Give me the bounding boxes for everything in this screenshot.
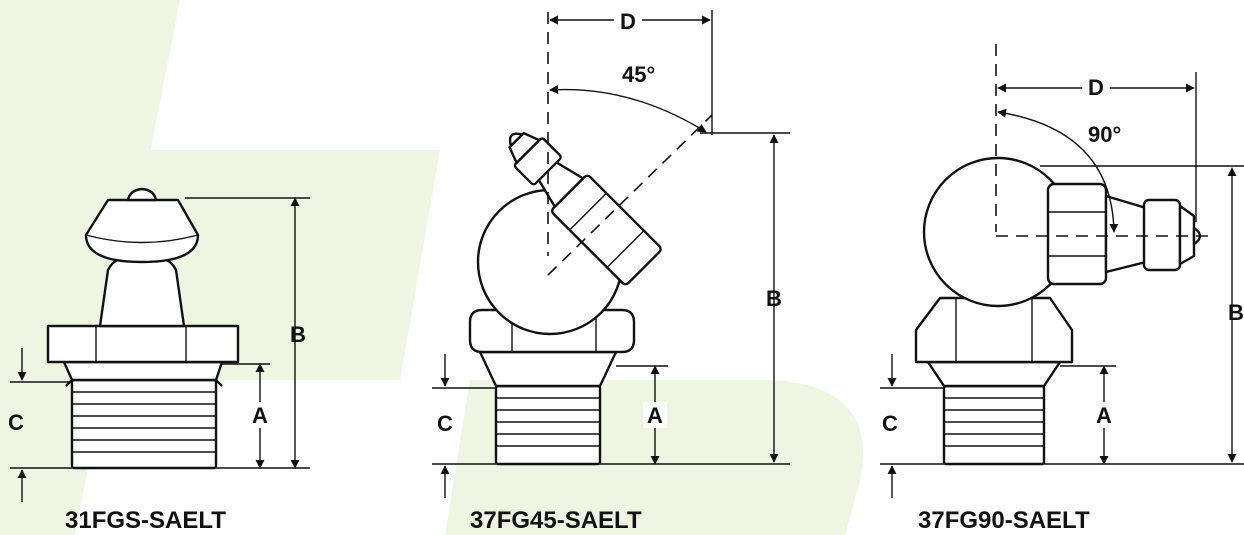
dim-label-b: B bbox=[766, 286, 782, 311]
dim-label-c: C bbox=[8, 410, 24, 435]
angle-label: 45° bbox=[622, 62, 655, 87]
hex-nut-31fgs bbox=[46, 324, 240, 382]
nozzle-37fg45 bbox=[508, 131, 662, 286]
dim-label-d: D bbox=[620, 9, 636, 34]
dim-label-c: C bbox=[882, 411, 898, 436]
angle-label: 90° bbox=[1088, 122, 1121, 147]
model-label: 31FGS-SAELT bbox=[65, 507, 226, 534]
dim-label-a: A bbox=[252, 403, 268, 428]
dim-label-a: A bbox=[1096, 403, 1112, 428]
tip-31fgs bbox=[126, 187, 158, 202]
thread-37fg45 bbox=[494, 384, 602, 466]
model-label: 37FG90-SAELT bbox=[918, 507, 1090, 534]
dim-label-a: A bbox=[647, 403, 663, 428]
dim-label-d: D bbox=[1088, 75, 1104, 100]
hex-nut-37fg90 bbox=[914, 296, 1074, 388]
model-label: 37FG45-SAELT bbox=[470, 507, 642, 534]
dim-label-b: B bbox=[1228, 300, 1244, 325]
fitting-37fg90: D 90° B A C 37FG90-SAELT bbox=[880, 44, 1244, 534]
head-31fgs bbox=[84, 198, 200, 264]
nozzle-37fg90 bbox=[1046, 182, 1202, 286]
dim-label-b: B bbox=[290, 322, 306, 347]
thread-31fgs bbox=[65, 378, 223, 470]
fitting-37fg45: D 45° B A C 37FG45-SAELT bbox=[432, 8, 790, 534]
fitting-31fgs: B A C 31FGS-SAELT bbox=[8, 187, 310, 534]
neck-31fgs bbox=[98, 258, 186, 328]
thread-37fg90 bbox=[942, 384, 1046, 466]
dim-label-c: C bbox=[437, 411, 453, 436]
